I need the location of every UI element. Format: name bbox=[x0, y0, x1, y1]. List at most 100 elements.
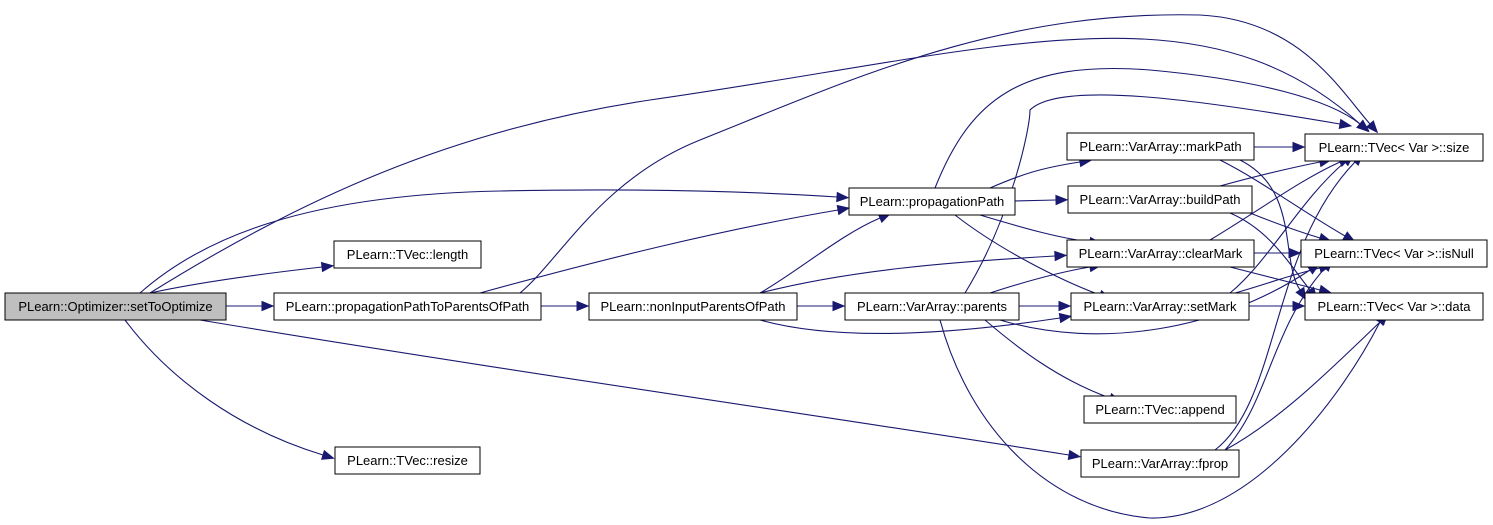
node-label: PLearn::TVec::length bbox=[347, 247, 468, 262]
edge-line bbox=[1234, 267, 1321, 294]
node-label: PLearn::VarArray::parents bbox=[857, 299, 1008, 314]
edge-line bbox=[984, 319, 1111, 399]
edge-parents-to-append bbox=[984, 319, 1122, 403]
edge-line bbox=[1249, 212, 1321, 239]
arrowhead-icon bbox=[576, 300, 590, 312]
arrowhead-icon bbox=[1058, 300, 1072, 312]
node-data[interactable]: PLearn::TVec< Var >::data bbox=[1304, 292, 1484, 321]
edge-line bbox=[954, 214, 1101, 296]
arrowhead-icon bbox=[261, 300, 275, 312]
node-resize[interactable]: PLearn::TVec::resize bbox=[334, 446, 481, 475]
arrowhead-icon bbox=[836, 204, 851, 216]
arrowhead-icon bbox=[1292, 300, 1306, 312]
node-parents[interactable]: PLearn::VarArray::parents bbox=[844, 292, 1020, 321]
arrowhead-icon bbox=[1054, 250, 1068, 262]
node-label: PLearn::propagationPathToParentsOfPath bbox=[286, 299, 530, 314]
edge-line bbox=[199, 319, 1070, 456]
edge-nonInput-to-clearMark bbox=[759, 250, 1068, 294]
edge-line bbox=[519, 14, 1371, 294]
arrowhead-icon bbox=[832, 300, 846, 312]
node-size[interactable]: PLearn::TVec< Var >::size bbox=[1304, 133, 1484, 162]
edge-line bbox=[759, 255, 1056, 294]
edge-line bbox=[759, 217, 881, 294]
node-box bbox=[844, 292, 1020, 321]
edge-setToOptimize-to-fprop bbox=[199, 319, 1082, 461]
edge-line bbox=[1224, 321, 1381, 451]
node-buildPath[interactable]: PLearn::VarArray::buildPath bbox=[1067, 185, 1253, 214]
edge-line bbox=[1239, 159, 1301, 291]
node-append[interactable]: PLearn::TVec::append bbox=[1083, 395, 1237, 424]
node-box bbox=[1080, 449, 1240, 478]
edge-propagationPath-to-markPath bbox=[989, 156, 1093, 189]
edge-line bbox=[999, 269, 1311, 335]
arrowhead-icon bbox=[1295, 286, 1307, 301]
node-propagationPathToParentsOfPath[interactable]: PLearn::propagationPathToParentsOfPath bbox=[273, 292, 542, 321]
edge-line bbox=[124, 319, 324, 456]
node-clearMark[interactable]: PLearn::VarArray::clearMark bbox=[1066, 239, 1255, 268]
node-label: PLearn::VarArray::clearMark bbox=[1079, 246, 1243, 261]
edge-ppToParents-to-nonInput bbox=[541, 300, 590, 312]
node-length[interactable]: PLearn::TVec::length bbox=[333, 240, 482, 269]
edge-clearMark-to-isNull bbox=[1254, 247, 1302, 259]
edge-line bbox=[934, 67, 1361, 189]
node-label: PLearn::TVec::resize bbox=[347, 453, 468, 468]
node-box bbox=[1070, 292, 1250, 321]
edge-line bbox=[1209, 161, 1341, 241]
edge-line bbox=[1014, 199, 1057, 202]
node-fprop[interactable]: PLearn::VarArray::fprop bbox=[1080, 449, 1240, 478]
edge-nonInput-to-setMark bbox=[759, 312, 1073, 335]
arrowhead-icon bbox=[1356, 119, 1370, 132]
arrowhead-icon bbox=[1288, 247, 1302, 259]
arrowhead-icon bbox=[1067, 449, 1082, 461]
edge-parents-to-setMark bbox=[1019, 300, 1072, 312]
edge-line bbox=[149, 266, 323, 294]
node-label: PLearn::VarArray::buildPath bbox=[1080, 192, 1241, 207]
node-label: PLearn::VarArray::fprop bbox=[1092, 456, 1228, 471]
edge-ppToParents-to-propagationPath bbox=[479, 204, 851, 294]
node-isNull[interactable]: PLearn::TVec< Var >::isNull bbox=[1300, 239, 1488, 268]
node-nonInputParentsOfPath[interactable]: PLearn::nonInputParentsOfPath bbox=[588, 292, 798, 321]
node-label: PLearn::propagationPath bbox=[860, 194, 1005, 209]
node-markPath[interactable]: PLearn::VarArray::markPath bbox=[1066, 132, 1255, 161]
arrowhead-icon bbox=[1365, 120, 1379, 134]
node-setMark[interactable]: PLearn::VarArray::setMark bbox=[1070, 292, 1250, 321]
edge-buildPath-to-isNull bbox=[1249, 212, 1332, 243]
edge-line bbox=[759, 317, 1061, 335]
edge-line bbox=[479, 209, 839, 294]
node-box bbox=[1067, 185, 1253, 214]
node-box bbox=[588, 292, 798, 321]
edge-line bbox=[1229, 266, 1321, 291]
edge-line bbox=[149, 37, 1361, 294]
edge-setToOptimize-to-resize bbox=[124, 319, 335, 460]
node-box bbox=[334, 446, 481, 475]
node-box bbox=[1066, 239, 1255, 268]
node-box bbox=[273, 292, 542, 321]
node-label: PLearn::Optimizer::setToOptimize bbox=[18, 299, 212, 314]
edge-buildPath-to-size bbox=[1219, 156, 1333, 187]
node-box bbox=[1304, 133, 1484, 162]
arrowhead-icon bbox=[836, 191, 850, 203]
edge-line bbox=[989, 266, 1091, 294]
node-setToOptimize[interactable]: PLearn::Optimizer::setToOptimize bbox=[4, 292, 227, 321]
edge-markPath-to-size bbox=[1254, 141, 1306, 153]
arrowhead-icon bbox=[320, 261, 335, 273]
edge-line bbox=[1219, 161, 1321, 187]
node-label: PLearn::VarArray::markPath bbox=[1079, 139, 1241, 154]
node-label: PLearn::TVec< Var >::isNull bbox=[1314, 246, 1474, 261]
node-box bbox=[333, 240, 482, 269]
edge-propagationPath-to-size bbox=[934, 67, 1370, 189]
node-box bbox=[4, 292, 227, 321]
arrowhead-icon bbox=[1338, 118, 1353, 130]
edge-line bbox=[139, 189, 838, 294]
edge-line bbox=[979, 214, 1091, 243]
node-propagationPath[interactable]: PLearn::propagationPath bbox=[848, 187, 1016, 216]
edge-setToOptimize-to-ppToParents bbox=[226, 300, 275, 312]
node-box bbox=[848, 187, 1016, 216]
node-label: PLearn::TVec< Var >::size bbox=[1319, 140, 1470, 155]
edge-line bbox=[1224, 267, 1326, 451]
edge-setToOptimize-to-propagationPath bbox=[139, 189, 850, 294]
edge-line bbox=[989, 161, 1081, 189]
node-label: PLearn::TVec< Var >::data bbox=[1318, 299, 1472, 314]
edge-propagationPath-to-buildPath bbox=[1014, 194, 1069, 206]
arrowhead-icon bbox=[320, 449, 335, 460]
